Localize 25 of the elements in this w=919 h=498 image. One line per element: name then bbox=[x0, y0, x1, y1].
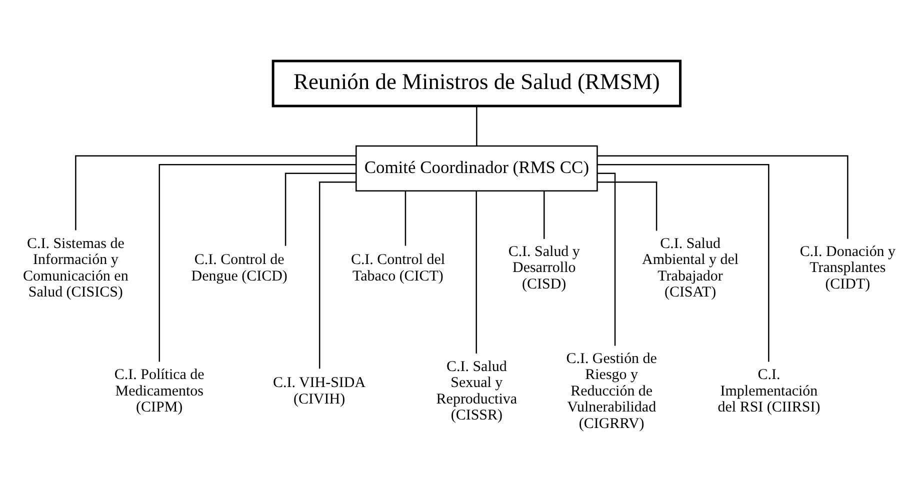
connector bbox=[598, 155, 848, 239]
node-text: C.I. Control de Dengue (CICD) bbox=[191, 252, 288, 284]
connector bbox=[75, 155, 356, 230]
node-text: C.I. Gestión de Riesgo y Reducción de Vulnerabilidad (CIGRRV) bbox=[566, 350, 657, 432]
node-text: C.I. Implementación del RSI (CIIRSI) bbox=[718, 367, 820, 416]
node-text: C.I. VIH-SIDA (CIVIH) bbox=[273, 375, 366, 408]
connector bbox=[598, 164, 770, 362]
connector bbox=[404, 191, 406, 246]
node-text: C.I. Salud Sexual y Reproductiva (CISSR) bbox=[436, 358, 518, 424]
node-text: C.I. Salud Ambiental y del Trabajador (CISAT) bbox=[642, 236, 739, 301]
connector bbox=[284, 172, 356, 246]
connector bbox=[318, 182, 356, 369]
node-box: Reunión de Ministros de Salud (RMSM) bbox=[272, 60, 682, 108]
connector bbox=[476, 191, 477, 354]
connector bbox=[158, 164, 356, 362]
node-box: Comité Coordinador (RMS CC) bbox=[356, 145, 598, 192]
connector bbox=[598, 172, 616, 346]
connector bbox=[598, 182, 658, 231]
node-text: C.I. Sistemas de Información y Comunicación en Salud (CISICS) bbox=[23, 236, 128, 301]
connector bbox=[476, 106, 478, 146]
connector bbox=[544, 191, 545, 239]
node-text: C.I. Salud y Desarrollo (CISD) bbox=[508, 244, 580, 292]
node-text: C.I. Donación y Transplantes (CIDT) bbox=[800, 244, 896, 292]
node-text: C.I. Política de Medicamentos (CIPM) bbox=[114, 367, 204, 416]
node-text: C.I. Control del Tabaco (CICT) bbox=[350, 252, 446, 284]
